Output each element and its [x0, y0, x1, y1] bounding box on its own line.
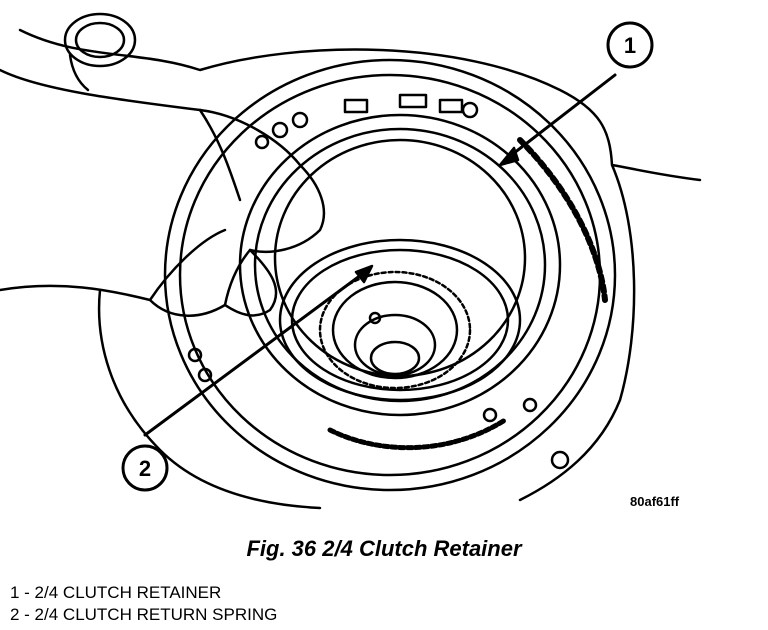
callout-2-circle — [121, 444, 169, 492]
callout-2-leader — [143, 270, 367, 437]
filler-tube — [63, 12, 137, 68]
figure-reference-code: 80af61ff — [630, 494, 680, 509]
ring-gear-teeth — [517, 137, 608, 303]
bolt-hole — [522, 397, 538, 413]
callout-1-leader — [503, 73, 617, 162]
figure-caption: Fig. 36 2/4 Clutch Retainer — [246, 536, 522, 561]
bolt-hole — [482, 407, 498, 423]
bolt-hole — [550, 450, 570, 470]
bolt-hole — [461, 101, 479, 119]
callout-1-label: 1 — [624, 33, 636, 58]
housing-ring-outer — [163, 58, 617, 492]
bolt-hole — [187, 347, 203, 363]
legend-item: 2 - 2/4 CLUTCH RETURN SPRING — [10, 605, 278, 624]
callout-2-label: 2 — [139, 456, 151, 481]
legend-item: 1 - 2/4 CLUTCH RETAINER — [10, 583, 222, 602]
bolt-hole — [271, 121, 289, 139]
bolt-hole — [197, 367, 213, 383]
transmission-illustration: 1 2 — [0, 12, 702, 510]
bolt-hole — [291, 111, 309, 129]
gear-teeth — [318, 270, 472, 390]
clutch-return-spring — [278, 238, 522, 402]
callout-1-circle — [606, 21, 654, 69]
bolt-hole — [254, 134, 270, 150]
transmission-case — [18, 28, 702, 502]
figure-legend: 1 - 2/4 CLUTCH RETAINER 2 - 2/4 CLUTCH R… — [10, 582, 277, 626]
